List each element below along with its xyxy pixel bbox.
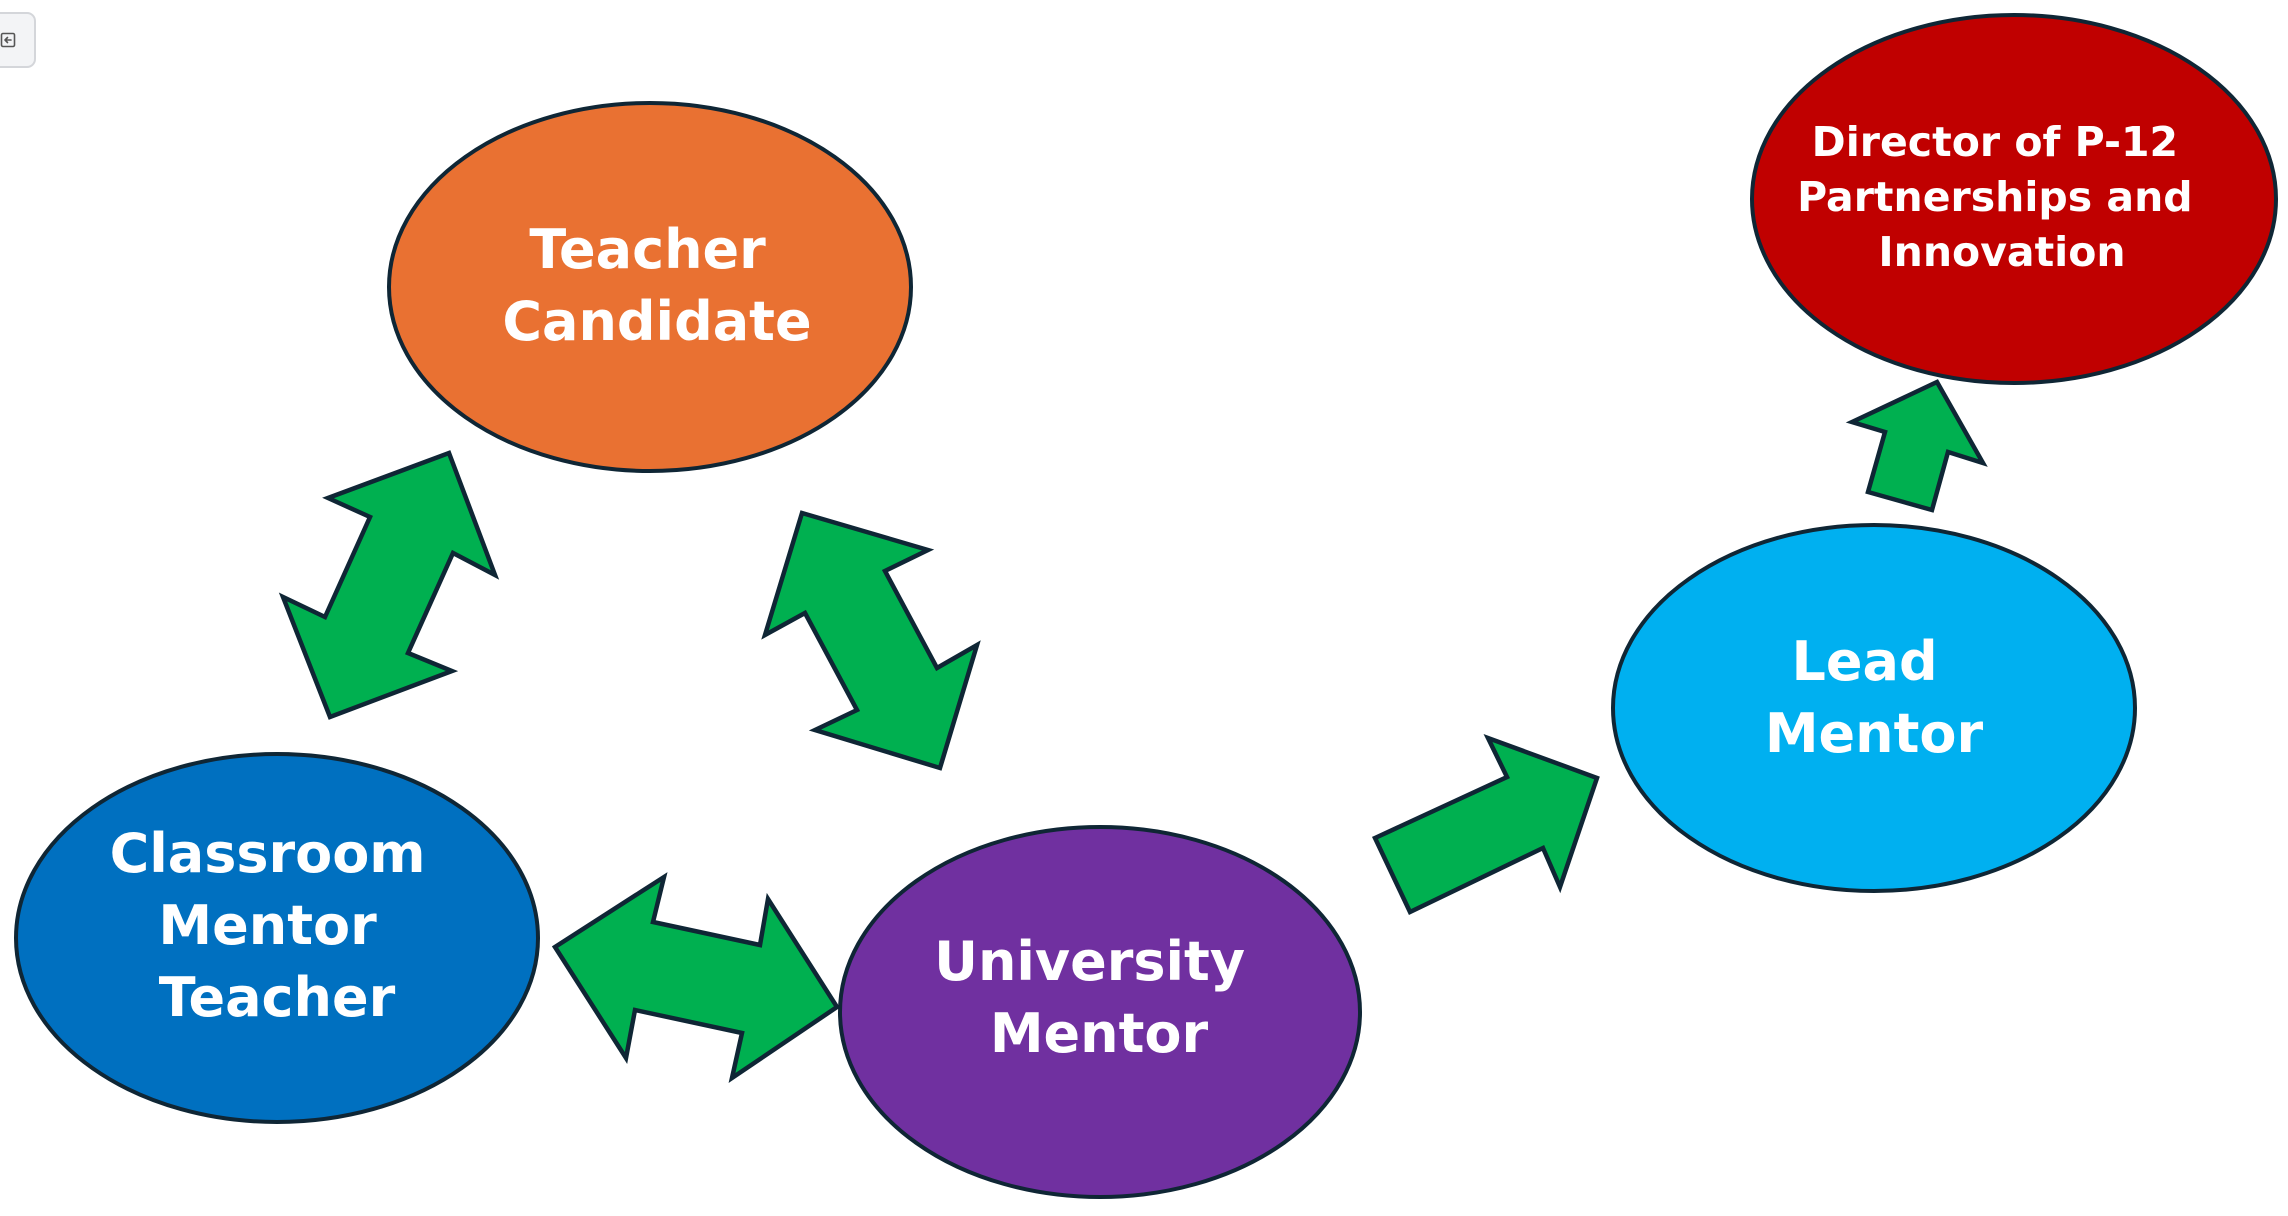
- node-lead-mentor: Lead Mentor: [1611, 523, 2137, 893]
- exit-panel-icon: [0, 32, 16, 48]
- arrow-teacher-candidate-classroom-mentor: [278, 450, 500, 720]
- node-label-line: Partnerships and: [1797, 173, 2193, 221]
- node-university-mentor: University Mentor: [838, 825, 1362, 1199]
- node-shape: [14, 752, 540, 1124]
- node-label-line: Teacher: [159, 966, 396, 1029]
- svg-text:Teacher Candidate: Teacher Candidate: [502, 218, 811, 353]
- collapse-panel-button[interactable]: [0, 12, 36, 68]
- node-teacher-candidate: Teacher Candidate: [387, 101, 913, 473]
- node-director: Director of P-12 Partnerships and Innova…: [1750, 13, 2278, 385]
- arrow-lead-mentor-to-director: [1845, 379, 1988, 513]
- node-label-line: Classroom: [110, 822, 426, 885]
- node-shape: [387, 101, 913, 473]
- node-label-line: Teacher: [529, 218, 766, 281]
- node-label-line: Lead: [1792, 630, 1938, 693]
- arrow-teacher-candidate-university-mentor: [761, 510, 981, 771]
- node-label-line: Mentor: [158, 894, 377, 957]
- node-shape: [1611, 523, 2137, 893]
- node-label-line: University: [934, 930, 1245, 993]
- svg-text:Director of P-12 Partn: Director of P-12 Partnerships and Innova…: [1797, 118, 2207, 276]
- node-classroom-mentor-teacher: Classroom Mentor Teacher: [14, 752, 540, 1124]
- node-label-line: Innovation: [1878, 228, 2125, 276]
- node-label-line: Candidate: [502, 290, 811, 353]
- svg-text:Classroom Mentor: Classroom Mentor Teacher: [110, 822, 445, 1029]
- node-shape: [838, 825, 1362, 1199]
- node-label-line: Mentor: [990, 1002, 1209, 1065]
- svg-text:Lead Mentor: Lead Mentor: [1765, 630, 1984, 765]
- arrow-classroom-mentor-university-mentor: [551, 872, 841, 1084]
- node-label-line: Mentor: [1765, 702, 1984, 765]
- arrow-university-mentor-to-lead-mentor: [1371, 733, 1600, 916]
- svg-text:University Mentor: University Mentor: [934, 930, 1264, 1065]
- node-label-line: Director of P-12: [1812, 118, 2178, 166]
- node-shape: [1750, 13, 2278, 385]
